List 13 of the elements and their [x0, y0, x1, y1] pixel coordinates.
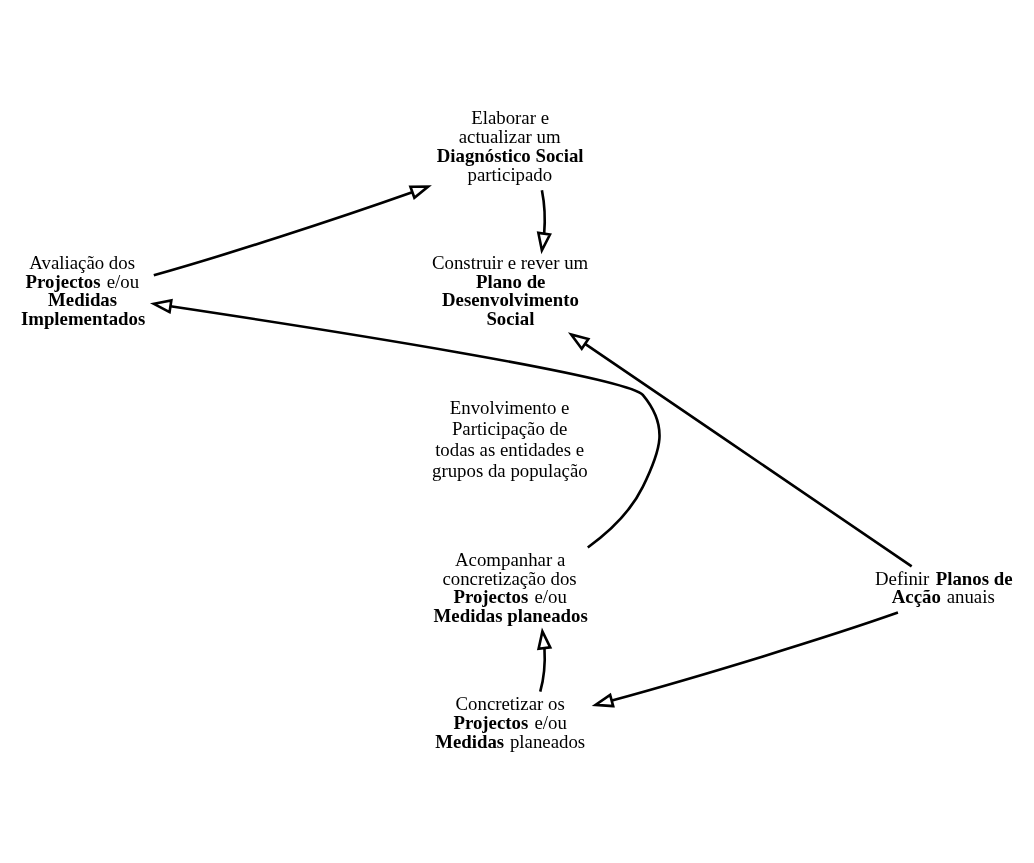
arrow	[150, 298, 661, 549]
node-text: Avaliação dos Projectos e/ou Medidas Implementados	[20, 251, 146, 330]
node-text: Construir e rever um Plano de Desenvolvimento Social	[432, 251, 589, 330]
arrow	[567, 332, 913, 568]
node-text: Envolvimento e Participação de todas as entidades e grupos da população	[432, 397, 588, 481]
node-text: Concretizar os Projectos e/ou Medidas planeados	[435, 693, 586, 752]
arrow	[536, 627, 553, 692]
arrow	[536, 190, 552, 255]
node-text: Acompanhar a concretização dos Projectos e/ou Medidas planeados	[433, 548, 588, 627]
arrow	[153, 185, 432, 277]
node-text: Elaborar e actualizar um Diagnóstico Social participado	[436, 107, 584, 185]
arrow	[591, 611, 899, 708]
node-text: Definir Planos de Acção anuais	[875, 567, 1013, 608]
